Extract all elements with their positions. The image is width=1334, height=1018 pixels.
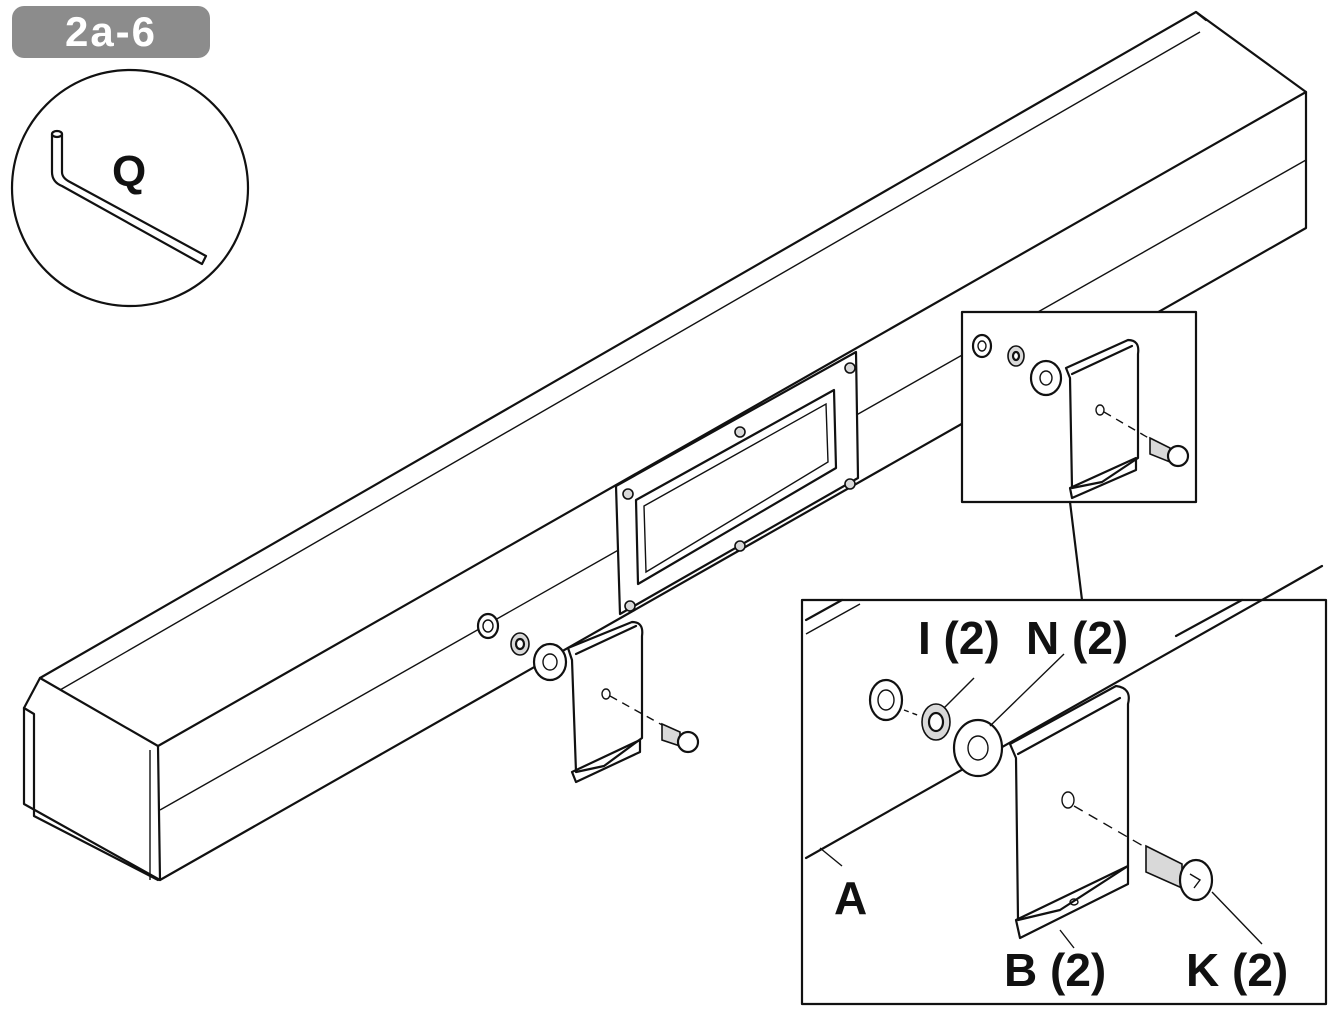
label-bar: A [834,872,867,924]
label-screw: K (2) [1186,944,1288,996]
label-bracket: B (2) [1004,944,1106,996]
tool-label: Q [112,147,146,196]
recessed-plate [614,350,860,616]
callout-connector [1068,500,1084,602]
tool-callout: Q [10,68,250,308]
hardware-stack-left [476,612,700,784]
detail-box-small [960,310,1198,504]
label-washer-lock: N (2) [1026,612,1128,664]
detail-box-large: I (2) N (2) A B (2) K (2) [800,564,1328,1006]
label-washer-flat: I (2) [918,612,1000,664]
step-badge: 2a-6 [12,6,210,58]
hex-key-icon [50,129,208,266]
